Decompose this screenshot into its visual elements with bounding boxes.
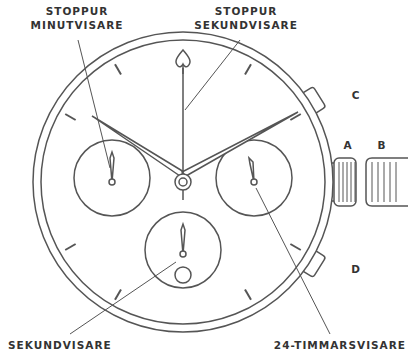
subdial-window: [175, 267, 191, 283]
minute-subdial: [74, 140, 150, 216]
hour-tick: [115, 64, 121, 74]
label-text: STOPPUR SEKUNDVISARE: [186, 4, 306, 32]
hour-tick: [115, 289, 121, 299]
leader-line: [185, 40, 240, 110]
knurl-stroke: [372, 162, 373, 202]
button-letter: B: [374, 138, 390, 152]
knurl-stroke: [378, 162, 379, 202]
watch-case: [33, 32, 333, 332]
hour-tick: [245, 64, 251, 74]
knurl-stroke: [347, 162, 348, 202]
minute-hand: [182, 112, 298, 176]
crown-b: [366, 158, 408, 206]
subdial-hand: [110, 152, 114, 182]
hour-tick: [65, 114, 75, 120]
hour-tick: [65, 244, 75, 250]
button-letter: A: [340, 138, 356, 152]
knurl-stroke: [384, 162, 385, 202]
label-text: 24-TIMMARSVISARE: [262, 338, 406, 352]
label-text: SEKUNDVISARE: [8, 338, 138, 352]
hour-tick: [245, 289, 251, 299]
knurl-stroke: [396, 162, 397, 202]
button-letter: D: [348, 262, 364, 276]
crown-a: [334, 158, 356, 206]
knurl-stroke: [339, 162, 340, 202]
leader-line: [70, 262, 176, 334]
button-letter: C: [348, 88, 364, 102]
dial: [41, 40, 325, 324]
knurl-stroke: [343, 162, 344, 202]
knurl-stroke: [351, 162, 352, 202]
leader-line: [78, 40, 110, 168]
hour-hand: [92, 116, 184, 176]
spade-tip: [176, 50, 190, 67]
label-text: STOPPUR MINUTVISARE: [22, 4, 132, 32]
hour-tick: [290, 244, 300, 250]
knurl-stroke: [390, 162, 391, 202]
leader-line: [256, 188, 330, 334]
knurl-stroke: [355, 162, 356, 202]
seconds-subdial: [145, 212, 221, 288]
subdial-hand: [181, 224, 185, 254]
